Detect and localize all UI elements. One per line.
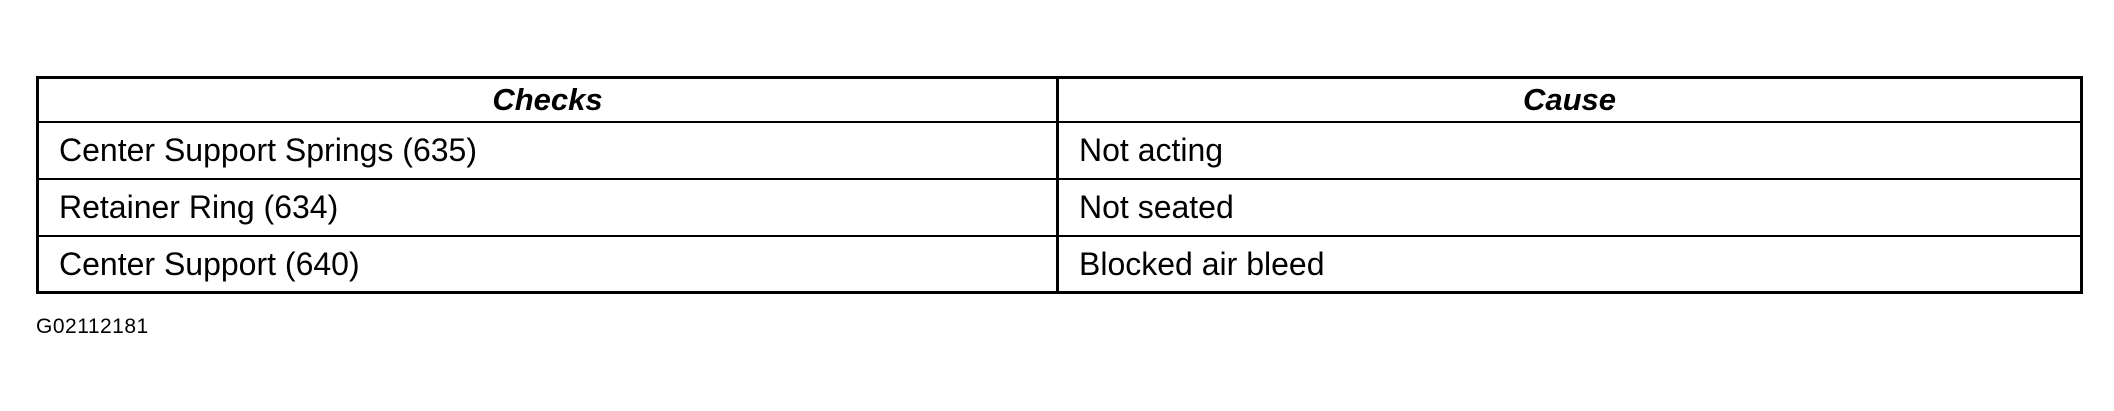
table-row: Center Support Springs (635) Not acting [36,120,2083,180]
table-row: Retainer Ring (634) Not seated [36,177,2083,237]
cause-cell: Blocked air bleed [1056,234,2083,294]
cause-cell: Not seated [1056,177,2083,237]
header-cause: Cause [1056,76,2083,123]
check-cell: Retainer Ring (634) [36,177,1059,237]
table-row: Center Support (640) Blocked air bleed [36,234,2083,294]
check-cell: Center Support Springs (635) [36,120,1059,180]
cause-cell: Not acting [1056,120,2083,180]
table-header-row: Checks Cause [36,76,2083,123]
check-cell: Center Support (640) [36,234,1059,294]
figure-id: G02112181 [36,315,149,338]
diagnosis-table: Checks Cause Center Support Springs (635… [36,76,2083,294]
header-checks: Checks [36,76,1059,123]
